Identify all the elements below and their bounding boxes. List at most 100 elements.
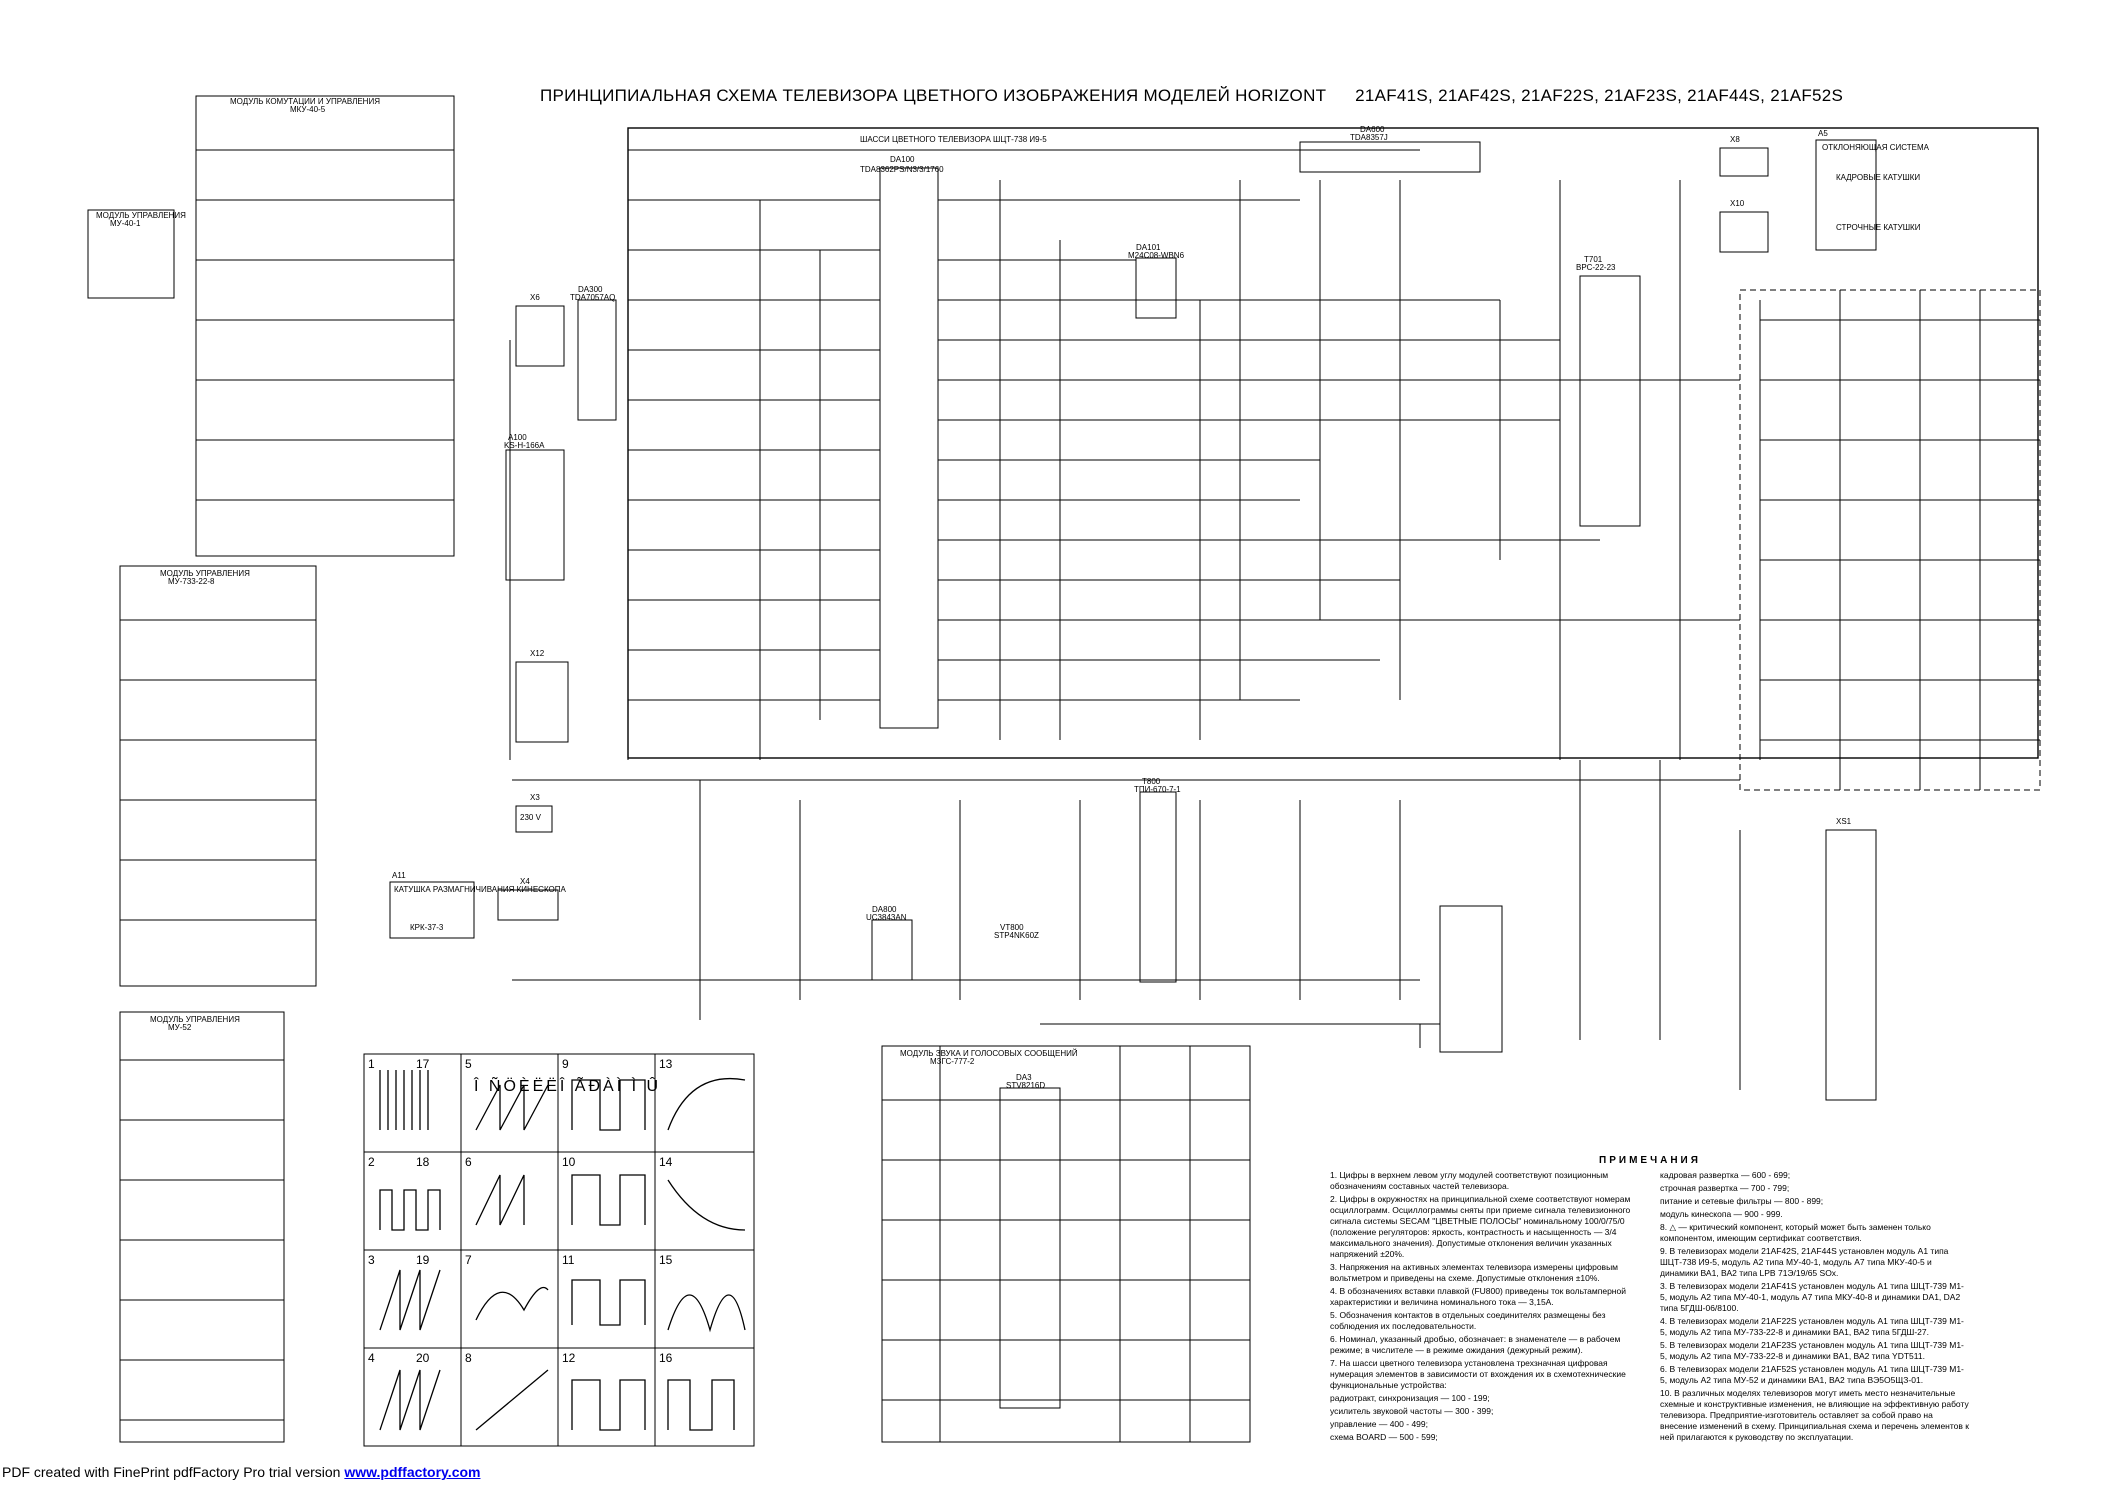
note-item: 6. В телевизорах модели 21AF52S установл… xyxy=(1660,1364,1964,1385)
block-da300 xyxy=(577,299,617,421)
label-a7-code: МКУ-40-5 xyxy=(290,105,326,114)
label-deflect-title: ОТКЛОНЯЮЩАЯ СИСТЕМА xyxy=(1822,143,1930,152)
note-item: 3. Напряжения на активных элементах теле… xyxy=(1330,1262,1619,1283)
block-x4 xyxy=(497,889,559,921)
label-a11: A11 xyxy=(392,871,406,880)
block-x8 xyxy=(1719,147,1769,177)
block-a100 xyxy=(505,449,565,581)
waveforms-heading: Î ÑÖÈËËÎ ÃÐÀÌ Ì Û xyxy=(474,1078,662,1095)
label-sound-title: МОДУЛЬ ЗВУКА И ГОЛОСОВЫХ СООБЩЕНИЙ xyxy=(900,1049,1078,1058)
note-item: 6. Номинал, указанный дробью, обозначает… xyxy=(1330,1334,1621,1355)
note-item: 1. Цифры в верхнем левом углу модулей со… xyxy=(1330,1170,1609,1191)
waveform-number: 2 xyxy=(368,1155,375,1169)
label-da101: DA101 xyxy=(1136,243,1161,252)
note-item: 7. На шасси цветного телевизора установл… xyxy=(1330,1358,1626,1390)
block-x10 xyxy=(1719,211,1769,253)
block-da3 xyxy=(999,1087,1061,1409)
note-item: 5. В телевизорах модели 21AF23S установл… xyxy=(1660,1340,1964,1361)
label-da300: DA300 xyxy=(578,285,603,294)
note-item: управление — 400 - 499; xyxy=(1330,1419,1428,1429)
block-da100 xyxy=(879,167,939,729)
block-a2 xyxy=(87,209,175,299)
waveform-number: 10 xyxy=(562,1155,576,1169)
label-vt800: VT800 xyxy=(1000,923,1024,932)
label-a5: A5 xyxy=(1818,129,1828,138)
label-da600: DA600 xyxy=(1360,125,1385,134)
label-module-3: МОДУЛЬ УПРАВЛЕНИЯ xyxy=(150,1015,240,1024)
block-da800 xyxy=(871,919,913,981)
pdf-footer: PDF created with FinePrint pdfFactory Pr… xyxy=(2,1464,480,1480)
waveform-number: 1 xyxy=(368,1057,375,1071)
label-a100-code: KS-H-166A xyxy=(504,441,545,450)
waveform-number: 14 xyxy=(659,1155,673,1169)
label-coil-title: КАТУШКА РАЗМАГНИЧИВАНИЯ КИНЕСКОПА xyxy=(394,885,566,894)
label-da600-code: TDA8357J xyxy=(1350,133,1388,142)
label-a7-title: МОДУЛЬ КОМУТАЦИИ И УПРАВЛЕНИЯ xyxy=(230,97,380,106)
label-x4: X4 xyxy=(520,877,530,886)
block-x12 xyxy=(515,661,569,743)
label-da100: DA100 xyxy=(890,155,915,164)
label-t701-code: ВРС-22-23 xyxy=(1576,263,1616,272)
note-item: 2. Цифры в окружностях на принципиальной… xyxy=(1330,1194,1631,1259)
waveform-number: 6 xyxy=(465,1155,472,1169)
block-x6 xyxy=(515,305,565,367)
label-deflect-line: СТРОЧНЫЕ КАТУШКИ xyxy=(1836,223,1921,232)
label-module-3-code: МУ-52 xyxy=(168,1023,192,1032)
note-item: усилитель звуковой частоты — 300 - 399; xyxy=(1330,1406,1494,1416)
label-da800-code: UC3843AN xyxy=(866,913,907,922)
chassis-a1-frame xyxy=(627,127,2039,759)
label-vt800-code: STP4NK60Z xyxy=(994,931,1039,940)
waveform-number: 15 xyxy=(659,1253,673,1267)
note-item: 8. △ — критический компонент, который мо… xyxy=(1660,1222,1931,1243)
label-t701: T701 xyxy=(1584,255,1603,264)
label-a2-code: МУ-40-1 xyxy=(110,219,141,228)
footer-text: PDF created with FinePrint pdfFactory Pr… xyxy=(2,1464,341,1480)
label-a1-chassis: ШАССИ ЦВЕТНОГО ТЕЛЕВИЗОРА ШЦТ-738 И9-5 xyxy=(860,135,1047,144)
label-da3: DA3 xyxy=(1016,1073,1032,1082)
block-a11-small xyxy=(1439,905,1503,1053)
waveform-number: 8 xyxy=(465,1351,472,1365)
label-a2-title: МОДУЛЬ УПРАВЛЕНИЯ xyxy=(96,211,186,220)
block-da101 xyxy=(1135,257,1177,319)
waveform-number: 12 xyxy=(562,1351,576,1365)
note-item: 4. В обозначениях вставки плавкой (FU800… xyxy=(1330,1286,1626,1307)
label-deflect-frame: КАДРОВЫЕ КАТУШКИ xyxy=(1836,173,1920,182)
block-t701 xyxy=(1579,275,1641,527)
label-da3-code: STV8216D xyxy=(1006,1081,1045,1090)
label-module-2: МОДУЛЬ УПРАВЛЕНИЯ xyxy=(160,569,250,578)
note-item: 5. Обозначения контактов в отдельных сое… xyxy=(1330,1310,1606,1331)
notes-section: ПРИМЕЧАНИЯ 1. Цифры в верхнем левом углу… xyxy=(1330,1155,1970,1445)
block-t800 xyxy=(1139,791,1177,983)
footer-link[interactable]: www.pdffactory.com xyxy=(344,1464,481,1480)
block-a11 xyxy=(389,881,475,939)
waveform-number: 3 xyxy=(368,1253,375,1267)
block-a5 xyxy=(1815,139,1877,251)
note-item: 3. В телевизорах модели 21AF41S установл… xyxy=(1660,1281,1964,1313)
label-t800: T800 xyxy=(1142,777,1161,786)
waveform-number: 13 xyxy=(659,1057,673,1071)
label-230v: 230 V xyxy=(520,813,542,822)
label-x3: X3 xyxy=(530,793,540,802)
label-da100-code: TDA8362PS/N3/3/1760 xyxy=(860,165,944,174)
note-item: питание и сетевые фильтры — 800 - 899; xyxy=(1660,1196,1824,1206)
label-sound-code: МЗГС-777-2 xyxy=(930,1057,975,1066)
note-item: схема BOARD — 500 - 599; xyxy=(1330,1432,1438,1442)
label-x8: X8 xyxy=(1730,135,1740,144)
waveform-number: 17 xyxy=(416,1057,430,1071)
note-item: кадровая развертка — 600 - 699; xyxy=(1660,1170,1791,1180)
label-coil-code: КРК-37-3 xyxy=(410,923,444,932)
waveform-number: 7 xyxy=(465,1253,472,1267)
label-x12: X12 xyxy=(530,649,545,658)
waveform-number: 11 xyxy=(562,1253,575,1267)
note-item: 10. В различных моделях телевизоров могу… xyxy=(1660,1388,1969,1442)
waveform-number: 18 xyxy=(416,1155,430,1169)
title-models: 21AF41S, 21AF42S, 21AF22S, 21AF23S, 21AF… xyxy=(1355,86,1844,105)
title-main: ПРИНЦИПИАЛЬНАЯ СХЕМА ТЕЛЕВИЗОРА ЦВЕТНОГО… xyxy=(540,86,1327,105)
note-item: 9. В телевизорах модели 21AF42S, 21AF44S… xyxy=(1660,1246,1949,1278)
waveform-number: 20 xyxy=(416,1351,430,1365)
page-title: ПРИНЦИПИАЛЬНАЯ СХЕМА ТЕЛЕВИЗОРА ЦВЕТНОГО… xyxy=(540,86,2040,106)
waveform-number: 5 xyxy=(465,1057,472,1071)
block-da600 xyxy=(1299,141,1481,173)
